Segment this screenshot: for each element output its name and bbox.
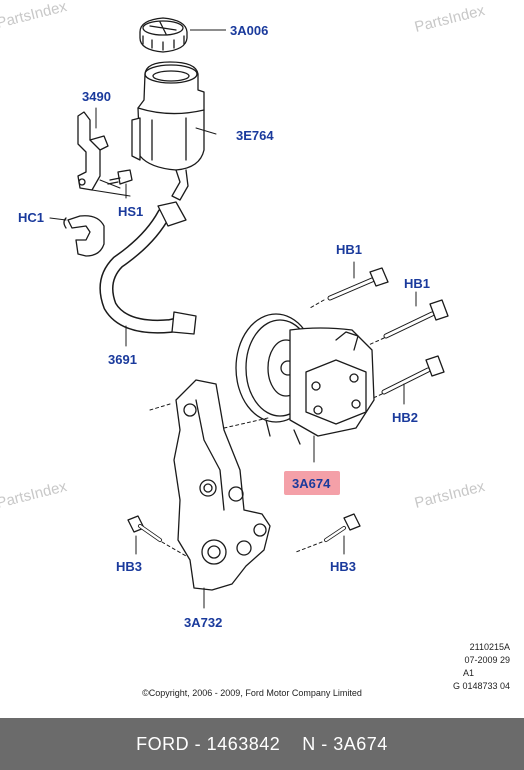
callout-3e764: 3E764: [236, 128, 274, 143]
footer-brand: FORD: [136, 733, 190, 754]
bolts-hb1-hb2-drawing: [309, 261, 449, 405]
callout-hb1-right: HB1: [404, 276, 430, 291]
footer-part-code: 3A674: [333, 733, 388, 754]
footer-part-number: 1463842: [206, 733, 281, 754]
drawing-ref-line4: G 0148733 04: [452, 681, 510, 691]
pump-highlight-box: [284, 471, 340, 495]
callout-3a732: 3A732: [184, 615, 222, 630]
footer-sep2: N -: [280, 733, 334, 754]
callout-hb3-left: HB3: [116, 559, 142, 574]
callout-3691: 3691: [108, 352, 137, 367]
callout-hs1: HS1: [118, 204, 143, 219]
watermark-top-right: PartsIndex: [413, 2, 487, 36]
bolts-hb3-drawing: [127, 513, 361, 557]
copyright-notice: ©Copyright, 2006 - 2009, Ford Motor Comp…: [142, 688, 362, 698]
reservoir-drawing: [131, 61, 217, 201]
screw-hs1-drawing: [107, 169, 133, 199]
drawing-ref-line1: 2110215A: [469, 642, 510, 652]
callout-3a006: 3A006: [230, 23, 268, 38]
callout-3a674: 3A674: [292, 476, 331, 491]
part-footer-bar: FORD - 1463842 N - 3A674: [0, 718, 524, 770]
clip-hc1-drawing: [49, 215, 105, 257]
bracket-3490-drawing: [77, 107, 131, 197]
footer-sep1: -: [189, 733, 207, 754]
watermark-mid-right: PartsIndex: [413, 478, 487, 512]
hose-3691-drawing: [99, 201, 197, 347]
bracket-3a732-drawing: [149, 379, 271, 609]
drawing-ref-line2: 07-2009 29: [464, 655, 510, 665]
drawing-reference: 2110215A 07-2009 29 A1 G 0148733 04: [453, 641, 510, 693]
callout-hb3-right: HB3: [330, 559, 356, 574]
callout-hb2: HB2: [392, 410, 418, 425]
callout-hc1: HC1: [18, 210, 44, 225]
callout-hb1-top: HB1: [336, 242, 362, 257]
parts-diagram: PartsIndex PartsIndex PartsIndex PartsIn…: [0, 0, 487, 630]
watermark-mid-left: PartsIndex: [0, 478, 69, 512]
watermark-top-left: PartsIndex: [0, 0, 69, 32]
pump-3a674-drawing: [235, 313, 375, 463]
reservoir-cap-drawing: [139, 17, 188, 53]
callout-3490: 3490: [82, 89, 111, 104]
drawing-ref-line3: A1: [462, 668, 474, 678]
